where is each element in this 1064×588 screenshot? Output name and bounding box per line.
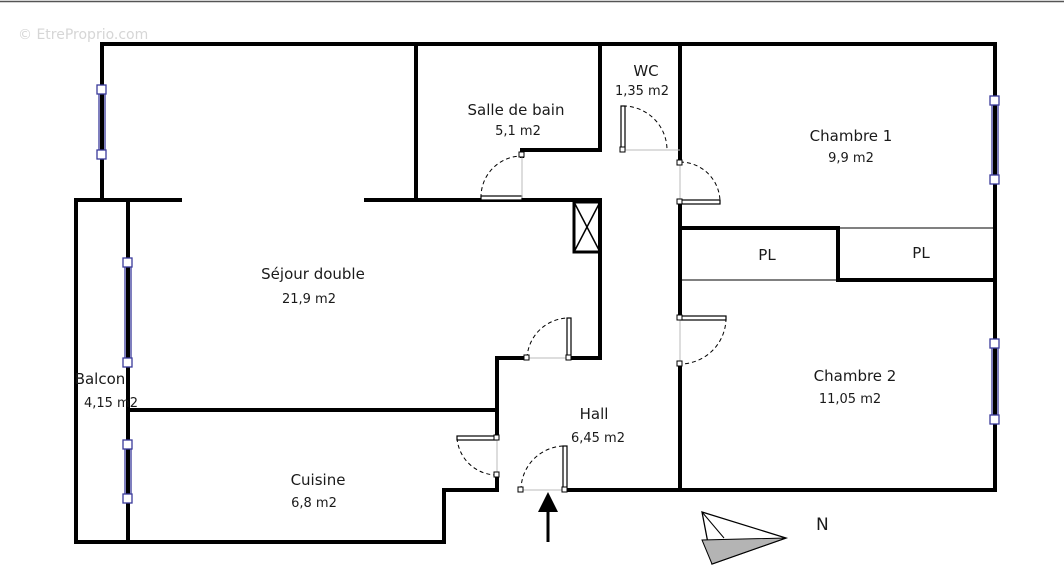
doors: [456, 105, 727, 493]
room-area-wc: 1,35 m2: [615, 84, 669, 99]
room-area-salle-de-bain: 5,1 m2: [495, 124, 541, 139]
room-name-pl-1: PL: [758, 246, 776, 264]
door-entrance: [520, 445, 568, 491]
watermark: © EtreProprio.com: [18, 27, 148, 43]
room-name-pl-2: PL: [912, 244, 930, 262]
compass-icon: [701, 511, 789, 565]
compass-north-label: N: [816, 515, 829, 535]
door-chambre1: [679, 161, 721, 205]
windows: [96, 84, 1000, 504]
room-name-hall: Hall: [580, 405, 609, 423]
room-name-sejour: Séjour double: [261, 265, 365, 283]
room-area-hall: 6,45 m2: [571, 431, 625, 446]
entrance-arrow-icon: [538, 492, 558, 542]
room-name-chambre2: Chambre 2: [814, 367, 897, 385]
room-name-cuisine: Cuisine: [291, 471, 346, 489]
room-area-sejour: 21,9 m2: [282, 292, 336, 307]
thin-partitions: [680, 227, 995, 281]
room-area-chambre1: 9,9 m2: [828, 151, 874, 166]
walls: [74, 42, 997, 544]
room-name-balcon: Balcon: [75, 370, 126, 388]
door-wc: [620, 105, 680, 151]
room-name-salle-de-bain: Salle de bain: [468, 101, 565, 119]
door-sejour: [526, 317, 572, 359]
room-labels: Salle de bain 5,1 m2 WC 1,35 m2 Chambre …: [75, 62, 931, 511]
room-name-chambre1: Chambre 1: [810, 127, 893, 145]
room-area-chambre2: 11,05 m2: [819, 392, 881, 407]
door-salle-de-bain: [480, 155, 523, 201]
room-area-balcon: 4,15 m2: [84, 396, 138, 411]
door-cuisine: [456, 435, 498, 476]
room-area-cuisine: 6,8 m2: [291, 496, 337, 511]
door-chambre2: [679, 315, 727, 365]
room-name-wc: WC: [633, 62, 658, 80]
ventilation-shaft: [572, 200, 602, 254]
